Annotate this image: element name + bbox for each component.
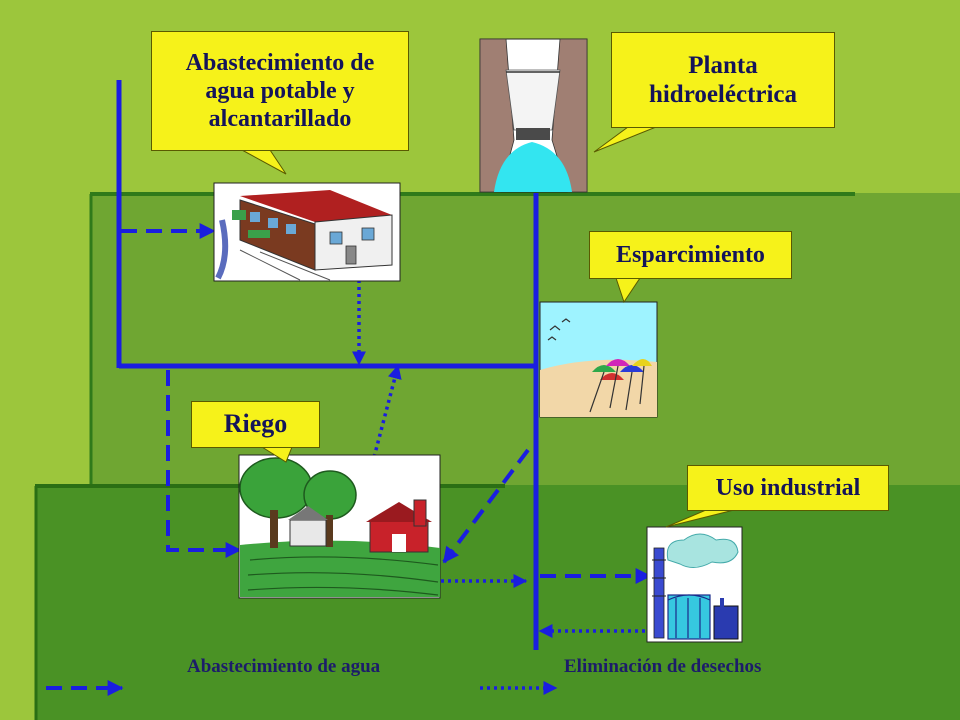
dam-icon xyxy=(479,38,588,193)
legend-waste-label: Eliminación de desechos xyxy=(564,656,762,677)
beach-icon xyxy=(539,301,658,418)
callout-recreation: Esparcimiento xyxy=(589,231,792,279)
legend-supply-label: Abastecimiento de agua xyxy=(187,656,381,677)
farm-icon xyxy=(238,454,441,599)
callout-irrigation: Riego xyxy=(191,401,320,448)
callout-hydro-plant: Planta hidroeléctrica xyxy=(611,32,835,128)
callout-tails xyxy=(241,126,735,528)
supply-flows xyxy=(121,223,652,584)
building-icon xyxy=(213,182,401,282)
factory-icon xyxy=(646,526,743,643)
background-panel-dark xyxy=(35,485,960,720)
callout-industrial: Uso industrial xyxy=(687,465,889,511)
callout-water-supply: Abastecimiento de agua potable y alcanta… xyxy=(151,31,409,151)
supply-pipes xyxy=(116,80,539,650)
